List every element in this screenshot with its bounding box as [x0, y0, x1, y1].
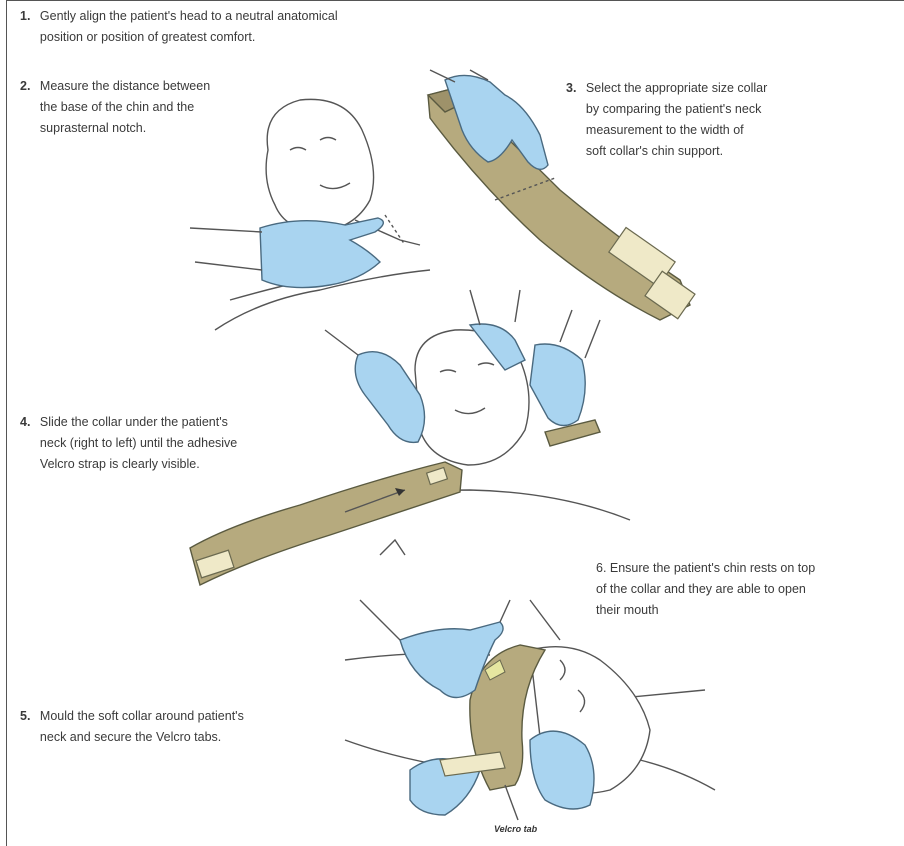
step-1: 1. Gently align the patient's head to a … — [20, 6, 540, 48]
step-number: 5. — [20, 709, 30, 723]
step-text: Slide the collar under the patient's nec… — [40, 412, 237, 475]
step-text: Measure the distance between the base of… — [40, 76, 210, 139]
illustration-secure-collar — [345, 600, 715, 820]
step-text: 6. Ensure the patient's chin rests on to… — [596, 558, 815, 621]
step-6: 6. Ensure the patient's chin rests on to… — [596, 558, 904, 621]
step-5: 5. Mould the soft collar around patient'… — [20, 706, 350, 748]
step-number: 3. — [566, 81, 576, 95]
step-number: 4. — [20, 415, 30, 429]
step-text: Gently align the patient's head to a neu… — [40, 6, 338, 48]
step-2: 2. Measure the distance between the base… — [20, 76, 300, 139]
step-number: 1. — [20, 9, 30, 23]
step-3: 3. Select the appropriate size collar by… — [566, 78, 886, 162]
step-text: Mould the soft collar around patient's n… — [40, 706, 244, 748]
velcro-tab-label: Velcro tab — [494, 824, 537, 834]
step-number: 2. — [20, 79, 30, 93]
step-4: 4. Slide the collar under the patient's … — [20, 412, 360, 475]
step-text: Select the appropriate size collar by co… — [586, 78, 767, 162]
